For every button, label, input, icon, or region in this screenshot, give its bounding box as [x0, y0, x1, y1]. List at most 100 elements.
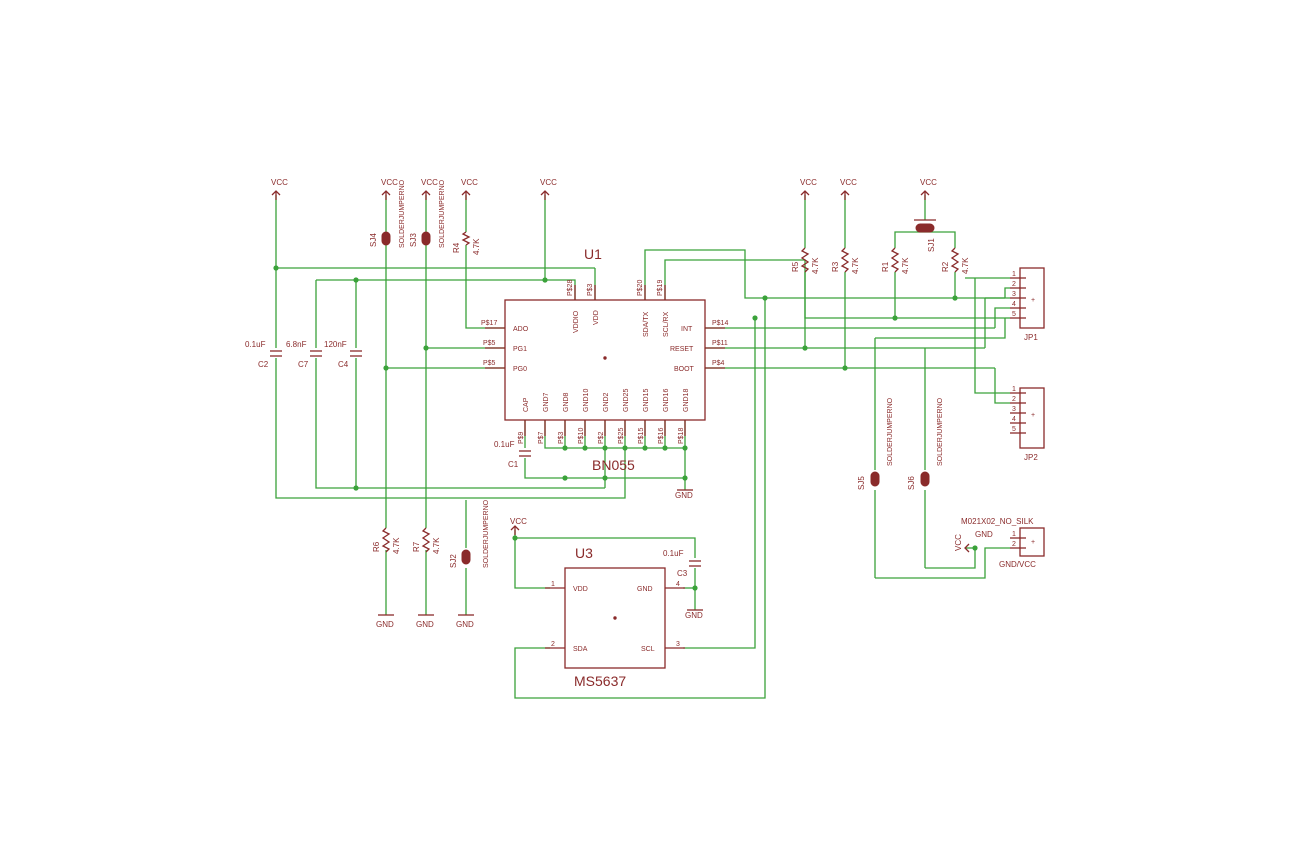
c4-ref: C4: [338, 360, 349, 369]
connector-pin-number: 3: [1012, 406, 1016, 413]
connector-pin-number: 5: [1012, 426, 1016, 433]
c1-ref: C1: [508, 460, 519, 469]
sj5-type: SOLDERJUMPERNO: [887, 397, 894, 466]
connector-pin-number: 4: [1012, 416, 1016, 423]
solder-jumper-sj4: SJ4 SOLDERJUMPERNO: [369, 179, 406, 248]
resistor-r3: R3 4.7K: [831, 247, 860, 274]
u1-bottom-pin-label: GND18: [683, 389, 690, 412]
vcc-label: VCC: [461, 178, 478, 187]
r3-ref: R3: [831, 261, 840, 272]
c2-ref: C2: [258, 360, 269, 369]
capacitor-c4: 120nF C4: [324, 340, 362, 369]
vcc-symbol-u3: VCC: [510, 517, 527, 535]
connector-pin-number: 5: [1012, 311, 1016, 318]
r2-value: 4.7K: [961, 257, 970, 274]
u1-pin-num-14: P$14: [712, 320, 728, 327]
u1-bottom-pin-label: GND7: [543, 392, 550, 412]
junctions: [273, 265, 978, 591]
connector-pin-number: 4: [1012, 301, 1016, 308]
u1-chip: U1 BN055 ADO PG1 PG0 P$17 P$5 P$5 INT RE…: [481, 246, 728, 473]
u1-pin-sclrx: SCL/RX: [663, 311, 670, 337]
gnd-symbol-r6: GND: [376, 614, 394, 629]
u3-pin-num-2: 2: [551, 641, 555, 648]
r7-value: 4.7K: [432, 537, 441, 554]
u1-pin-num-20: P$20: [637, 280, 644, 296]
m02-ref: M021X02_NO_SILK: [961, 517, 1034, 526]
connector-pin-number: 2: [1012, 396, 1016, 403]
u1-bottom-pin-num: P$7: [538, 431, 545, 444]
vcc-symbols: VCC VCC VCC VCC VCC VCC VCC VCC: [271, 178, 937, 535]
u1-pin-pg1: PG1: [513, 346, 527, 353]
r4-value: 4.7K: [472, 238, 481, 255]
u3-pin-num-4: 4: [676, 581, 680, 588]
c3-ref: C3: [677, 569, 688, 578]
u1-pin-int: INT: [681, 326, 693, 333]
vcc-label: VCC: [421, 178, 438, 187]
vcc-symbol-sj1: VCC: [920, 178, 937, 200]
u3-pin-sda: SDA: [573, 646, 588, 653]
u3-name: MS5637: [574, 673, 626, 689]
u1-bottom-pin-label: CAP: [523, 397, 530, 412]
capacitors: 0.1uF C2 6.8nF C7 120nF C4 0.1uF C1 0.1u…: [245, 340, 701, 578]
u1-bottom-pin-num: P$16: [658, 428, 665, 444]
u1-name: BN055: [592, 457, 635, 473]
vcc-label: VCC: [800, 178, 817, 187]
u1-pin-num-17: P$17: [481, 320, 497, 327]
m02-net-vcc: VCC: [954, 534, 963, 551]
connector-pin-number: 3: [1012, 291, 1016, 298]
m02-label: GND/VCC: [999, 560, 1036, 569]
gnd-label: GND: [456, 620, 474, 629]
u1-pin-num-pg0: P$5: [483, 360, 496, 367]
sj2-type: SOLDERJUMPERNO: [483, 499, 490, 568]
vcc-symbol-r5: VCC: [800, 178, 817, 200]
u1-pin-boot: BOOT: [674, 366, 695, 373]
r6-ref: R6: [372, 541, 381, 552]
u1-pin-num-3: P$3: [587, 283, 594, 296]
sj5-ref: SJ5: [857, 476, 866, 490]
r5-ref: R5: [791, 261, 800, 272]
sj1-ref: SJ1: [927, 238, 936, 252]
u3-ref: U3: [575, 545, 593, 561]
u1-bottom-pin-label: GND25: [623, 389, 630, 412]
solder-jumper-sj2: SJ2 SOLDERJUMPERNO: [449, 499, 490, 568]
u1-bottom-pin-num: P$15: [638, 428, 645, 444]
gnd-label: GND: [675, 491, 693, 500]
u1-bottom-pin-label: GND16: [663, 389, 670, 412]
solder-jumper-sj6: SJ6 SOLDERJUMPERNO: [907, 397, 944, 490]
vcc-label: VCC: [271, 178, 288, 187]
solder-jumpers: SJ4 SOLDERJUMPERNO SJ3 SOLDERJUMPERNO SJ…: [369, 179, 944, 568]
resistor-r5: R5 4.7K: [791, 247, 820, 274]
connector-pin-number: 1: [1012, 271, 1016, 278]
r6-value: 4.7K: [392, 537, 401, 554]
u1-bottom-pin-label: GND10: [583, 389, 590, 412]
m02-plus-mark: +: [1031, 539, 1035, 546]
jp1-ref: JP1: [1024, 333, 1038, 342]
resistor-r7: R7 4.7K: [412, 527, 441, 554]
vcc-symbol-sj3: VCC: [421, 178, 438, 200]
u3-chip: U3 MS5637 VDD GND SDA SCL 1 4 2 3: [545, 545, 685, 689]
gnd-symbol-u1: GND: [675, 489, 693, 500]
vcc-symbol-u1: VCC: [540, 178, 557, 200]
gnd-label: GND: [376, 620, 394, 629]
gnd-symbol-u3: GND: [685, 609, 703, 620]
sj4-type: SOLDERJUMPERNO: [399, 179, 406, 248]
resistor-r1: R1 4.7K: [881, 247, 910, 274]
c2-value: 0.1uF: [245, 340, 266, 349]
resistor-r6: R6 4.7K: [372, 527, 401, 554]
capacitor-c3: 0.1uF C3: [663, 549, 701, 578]
capacitor-c7: 6.8nF C7: [286, 340, 322, 369]
c3-value: 0.1uF: [663, 549, 684, 558]
c7-ref: C7: [298, 360, 309, 369]
sj3-type: SOLDERJUMPERNO: [439, 179, 446, 248]
vcc-symbol-sj4: VCC: [381, 178, 398, 200]
u1-pin-num-pg1: P$5: [483, 340, 496, 347]
r2-ref: R2: [941, 261, 950, 272]
gnd-symbols: GND GND GND GND GND: [376, 489, 703, 629]
resistor-r4: R4 4.7K: [452, 231, 481, 255]
resistor-r2: R2 4.7K: [941, 247, 970, 274]
u1-pin-pg0: PG0: [513, 366, 527, 373]
sj6-type: SOLDERJUMPERNO: [937, 397, 944, 466]
u1-bottom-pin-label: GND8: [563, 392, 570, 412]
